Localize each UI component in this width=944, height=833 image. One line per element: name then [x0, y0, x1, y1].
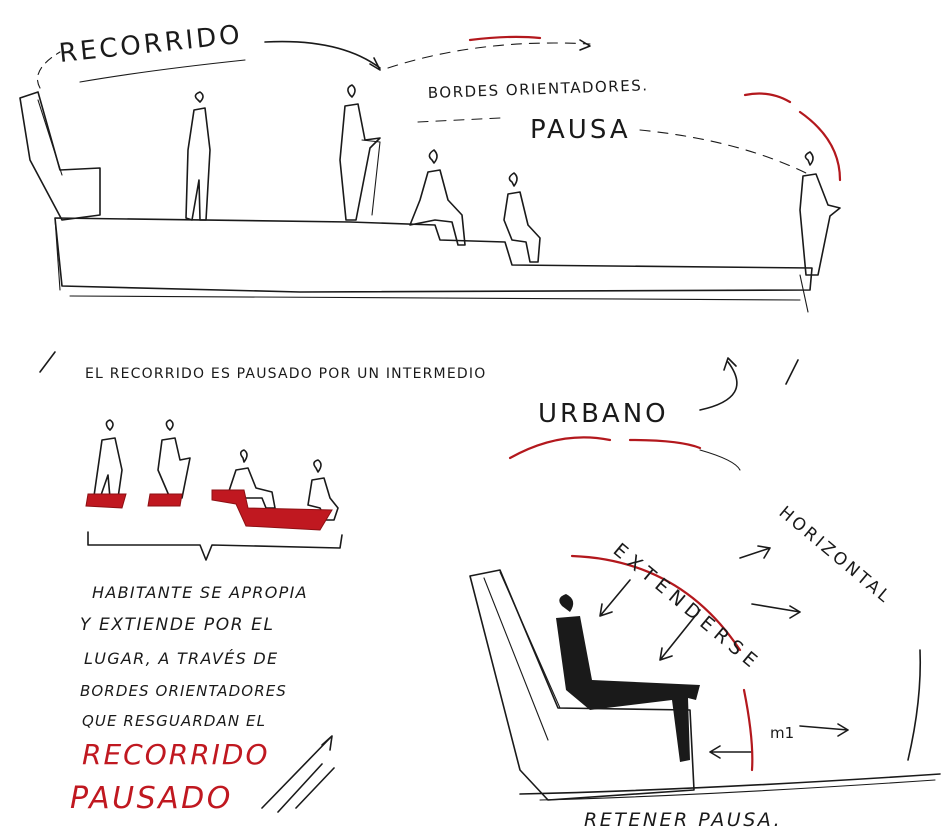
- arrow-down: [659, 609, 701, 661]
- habitante-line-5: QUE RESGUARDAN EL: [82, 712, 266, 730]
- red-arc-extenderse: [570, 554, 742, 652]
- figure-standing-2: [339, 84, 381, 221]
- armchair-top-inner: [37, 99, 63, 176]
- label-extenderse: EXTENDERSE: [609, 539, 766, 676]
- platform-shadow: [799, 274, 809, 313]
- habitante-line-3: LUGAR, A TRAVÉS DE: [84, 649, 278, 668]
- label-pausa: PAUSA: [530, 115, 631, 145]
- recorrido-arrowhead: [369, 57, 381, 71]
- top-arrowhead: [579, 39, 591, 51]
- mini-figure-4: [307, 459, 339, 521]
- label-bordes-orientadores: BORDES ORIENTADORES.: [428, 76, 649, 102]
- habitante-line-1: HABITANTE SE APROPIA: [92, 583, 308, 602]
- recorrido-underline: [79, 59, 246, 83]
- ground-bottom-2: [539, 779, 936, 801]
- figure-standing-3: [799, 151, 841, 276]
- arrow-up-right: [739, 545, 771, 559]
- figure-seated-2: [503, 172, 541, 263]
- recorrido-arc-left: [36, 51, 61, 89]
- pausado-red: PAUSADO: [70, 781, 233, 816]
- mini-figure-1: [93, 419, 123, 499]
- hatch-lines: [261, 737, 335, 813]
- mini-figure-2: [157, 419, 191, 499]
- armchair-large-inner: [483, 571, 561, 741]
- red-floor-2: [147, 493, 183, 507]
- bracket: [87, 531, 343, 561]
- red-arc-top: [468, 35, 542, 42]
- armchair-top: [19, 91, 101, 221]
- red-floor-3: [211, 489, 333, 531]
- habitante-line-2: Y EXTIENDE POR EL: [80, 615, 275, 635]
- arc-mid-right: [699, 449, 741, 471]
- hatch-arrowhead: [321, 735, 333, 751]
- label-m1: m1: [770, 724, 794, 742]
- red-arc-mid-2: [628, 438, 702, 450]
- ground-line: [69, 295, 801, 301]
- red-arc-mid: [508, 436, 612, 460]
- arrow-up-left: [599, 579, 631, 617]
- label-horizontal: HORIZONTAL: [775, 503, 896, 609]
- caption-line-2: URBANO: [538, 399, 669, 429]
- arrow-right-low: [799, 723, 849, 737]
- seated-figure-dark: [556, 594, 700, 762]
- platform-base-line: [54, 217, 61, 291]
- red-arc-extenderse-2: [742, 688, 754, 772]
- arc-dash-right: [387, 42, 591, 69]
- red-arc-right: [798, 110, 842, 182]
- ground-bottom: [519, 773, 941, 795]
- red-floor-1: [85, 493, 127, 509]
- recorrido-arrow: [264, 40, 381, 69]
- habitante-line-4: BORDES ORIENTADORES: [80, 682, 287, 700]
- recorrido-red: RECORRIDO: [82, 738, 270, 771]
- horizontal-arc: [907, 649, 922, 761]
- label-recorrido-top: RECORRIDO: [58, 20, 245, 69]
- figure-seated-1: [409, 149, 466, 246]
- caption-arrowhead: [723, 357, 737, 371]
- caption-tick-right: [785, 359, 799, 385]
- label-retener-pausa: RETENER PAUSA.: [584, 809, 782, 831]
- pausa-arc-right: [639, 129, 811, 176]
- stepped-platform: [54, 217, 813, 293]
- pausa-dash-left: [417, 117, 501, 123]
- caption-tick-left: [39, 351, 56, 373]
- arrow-left-low: [709, 745, 753, 759]
- caption-line-1: EL RECORRIDO ES PAUSADO POR UN INTERMEDI…: [85, 366, 486, 382]
- caption-arrow: [699, 361, 738, 411]
- figure-standing-1: [185, 91, 211, 221]
- arrow-right-mid: [751, 603, 801, 619]
- red-mark-bordes: [743, 92, 792, 104]
